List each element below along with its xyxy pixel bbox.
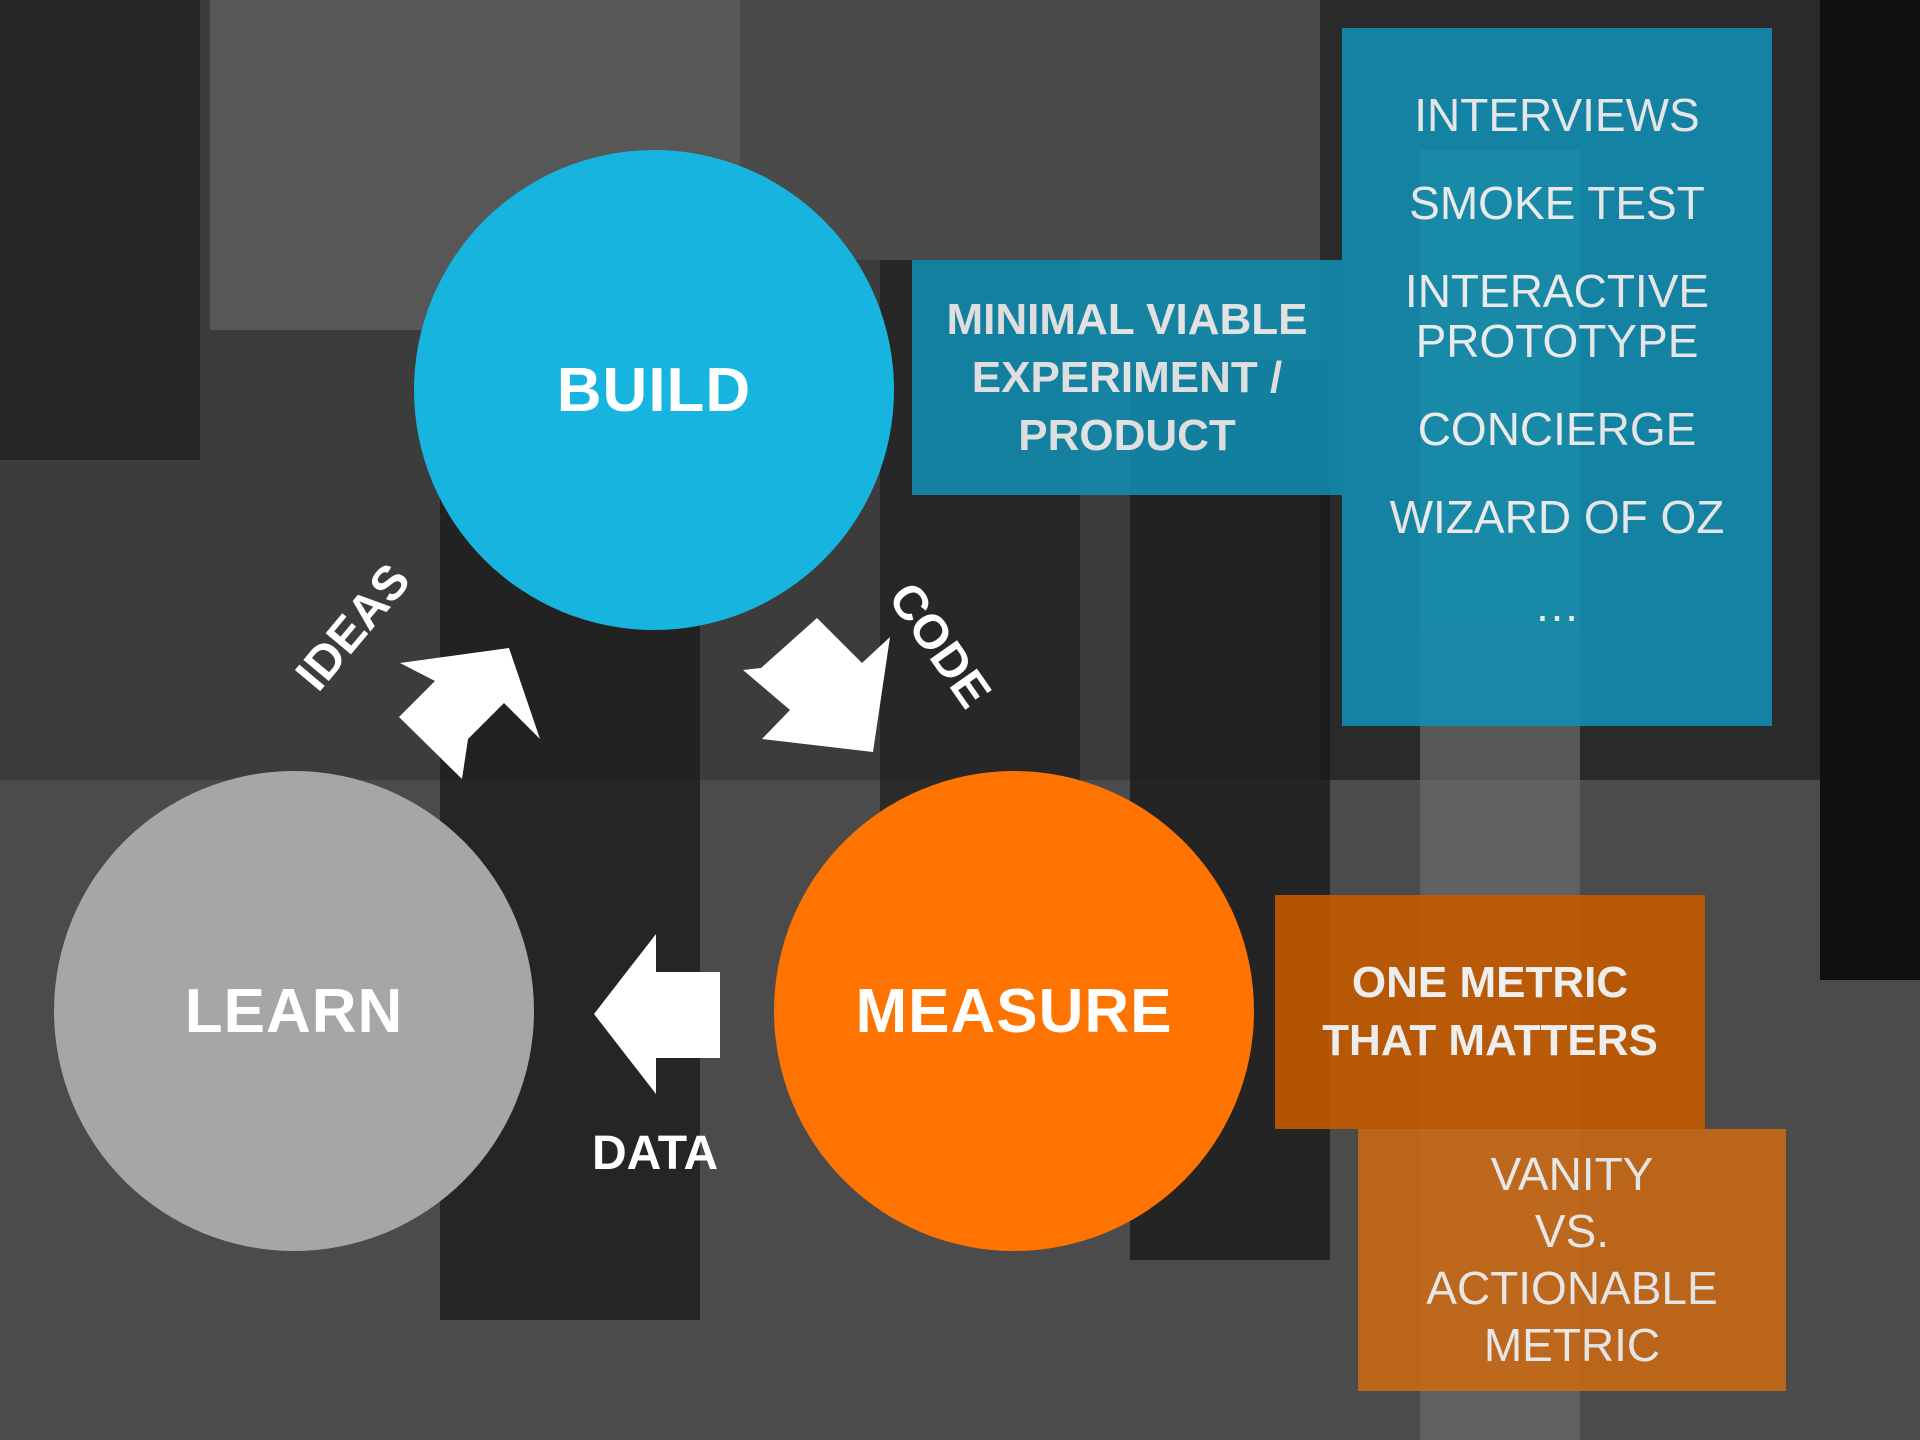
methods-panel: INTERVIEWS SMOKE TEST INTERACTIVE PROTOT… (1342, 28, 1772, 726)
method-item: … (1534, 579, 1580, 631)
learn-label: LEARN (184, 976, 404, 1046)
omtm-panel: ONE METRIC THAT MATTERS (1275, 895, 1705, 1129)
mve-title: MINIMAL VIABLE EXPERIMENT / PRODUCT (946, 294, 1308, 460)
data-label: DATA (592, 1127, 719, 1180)
method-item: INTERVIEWS (1414, 89, 1700, 141)
vanity-panel: VANITY VS. ACTIONABLE METRIC (1358, 1129, 1786, 1391)
omtm-title: ONE METRIC THAT MATTERS (1322, 958, 1658, 1065)
measure-circle: MEASURE (774, 771, 1254, 1251)
method-item: SMOKE TEST (1409, 177, 1705, 229)
vanity-note: VANITY VS. ACTIONABLE METRIC (1426, 1148, 1718, 1371)
learn-circle: LEARN (54, 771, 534, 1251)
build-label: BUILD (556, 355, 752, 425)
method-item: CONCIERGE (1417, 403, 1697, 455)
method-item: WIZARD OF OZ (1389, 491, 1725, 543)
method-item: INTERACTIVE PROTOTYPE (1404, 265, 1710, 367)
measure-label: MEASURE (855, 976, 1173, 1046)
methods-list: INTERVIEWS SMOKE TEST INTERACTIVE PROTOT… (1342, 28, 1772, 630)
build-circle: BUILD (414, 150, 894, 630)
mve-panel: MINIMAL VIABLE EXPERIMENT / PRODUCT (912, 260, 1342, 495)
